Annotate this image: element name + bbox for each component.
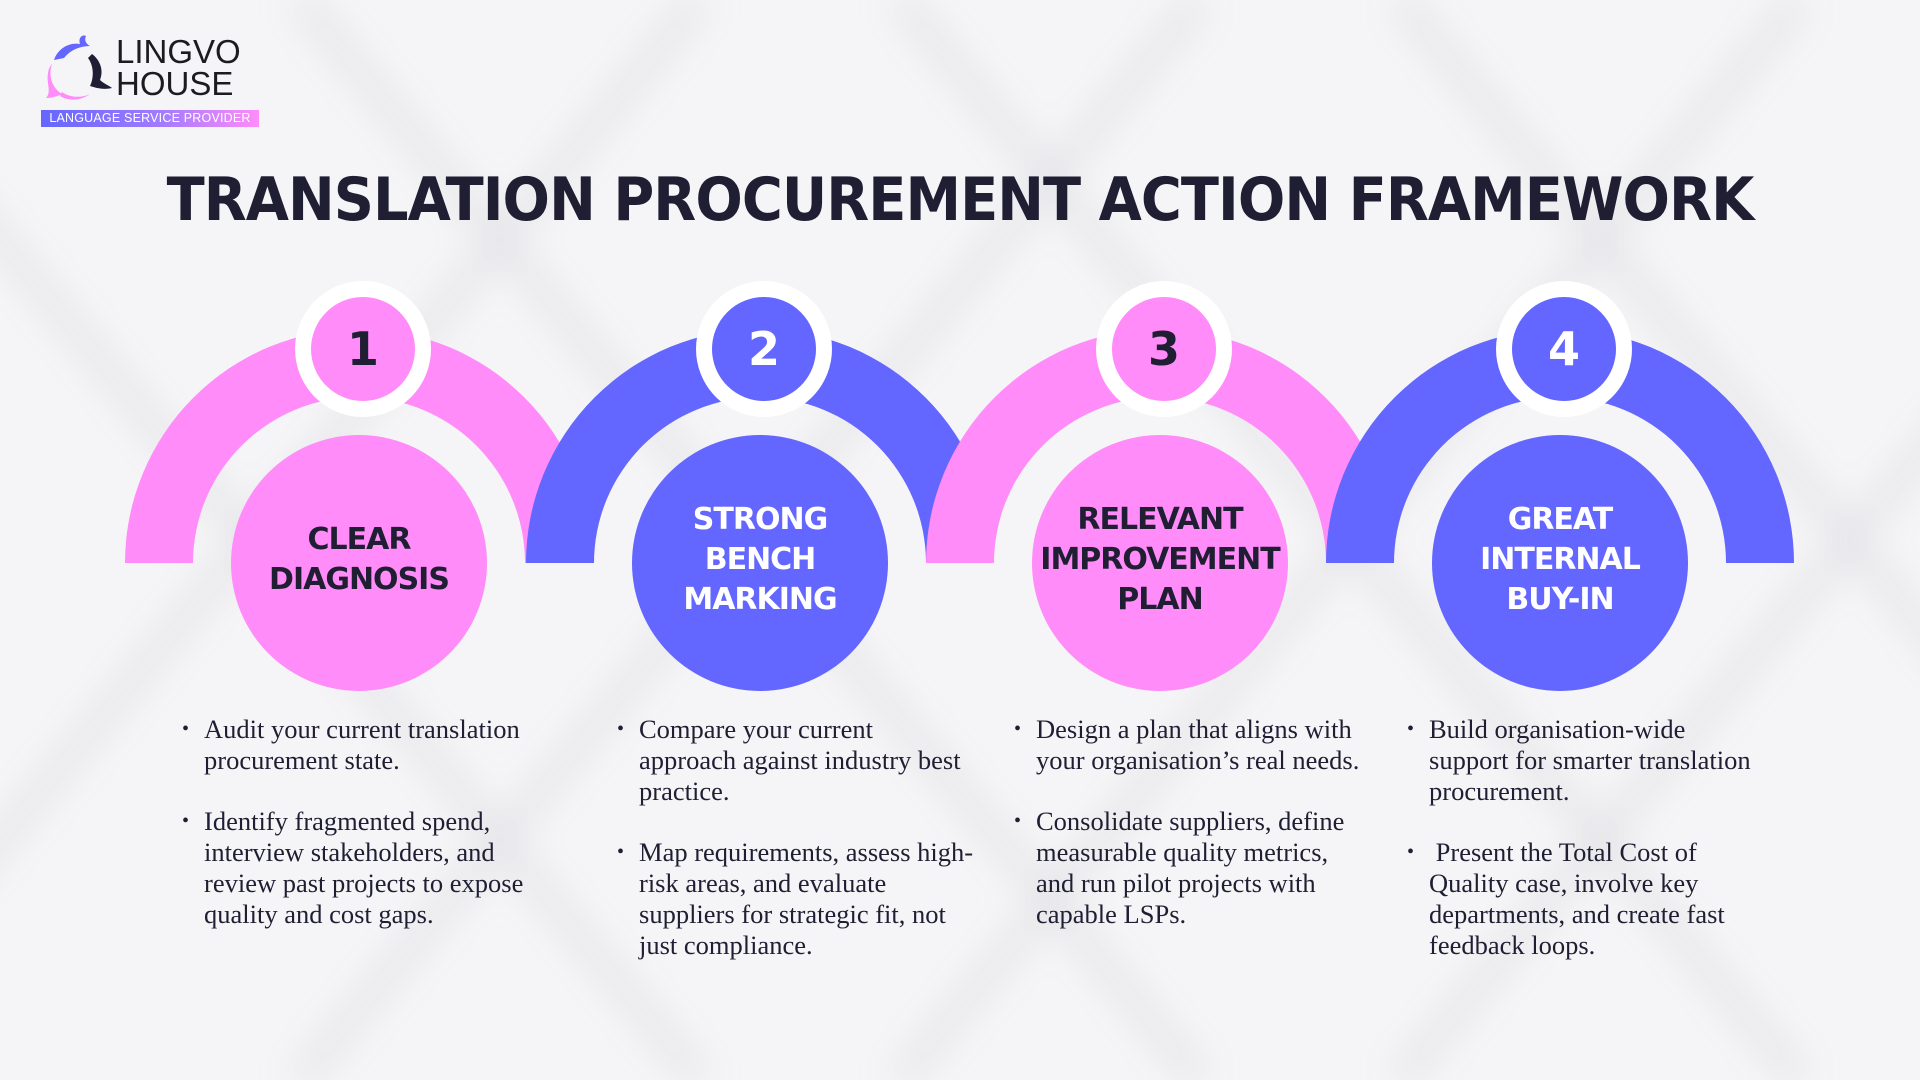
step-4-label-circle: GREAT INTERNAL BUY-IN [1432, 435, 1688, 691]
bullet-item: Audit your current translation procureme… [182, 714, 540, 776]
step-label-line: DIAGNOSIS [269, 562, 450, 597]
step-4-arc [1326, 329, 1794, 563]
step-label-line: PLAN [1117, 582, 1203, 617]
step-2-bullets: Compare your current approach against in… [615, 714, 975, 991]
step-1-arc [125, 329, 593, 563]
step-3-label: RELEVANT IMPROVEMENT PLAN [1040, 500, 1280, 620]
brand-logo: LINGVO HOUSE LANGUAGE SERVICE PROVIDER [40, 34, 270, 134]
step-2-number-badge: 2 [696, 281, 832, 417]
step-3-number-badge: 3 [1096, 281, 1232, 417]
step-label-line: BUY-IN [1506, 582, 1614, 617]
step-1-number-badge: 1 [295, 281, 431, 417]
brand-tagline: LANGUAGE SERVICE PROVIDER [41, 110, 259, 127]
step-label-line: MARKING [683, 582, 837, 617]
dolphins-circle-logo-icon [46, 35, 112, 100]
step-2-arc [526, 329, 994, 563]
brand-name-line2: HOUSE [116, 65, 234, 102]
step-label-line: GREAT [1507, 502, 1614, 537]
bullet-item: Compare your current approach against in… [617, 714, 975, 807]
step-4-number-badge: 4 [1496, 281, 1632, 417]
step-4-label: GREAT INTERNAL BUY-IN [1480, 500, 1641, 620]
step-1-label: CLEAR DIAGNOSIS [269, 520, 450, 600]
step-2-label: STRONG BENCH MARKING [683, 500, 837, 620]
bullet-item: Consolidate suppliers, define measurable… [1014, 806, 1372, 930]
bullet-item: Map requirements, assess high-risk areas… [617, 837, 975, 961]
step-label-line: RELEVANT [1077, 502, 1243, 537]
step-label-line: BENCH [704, 542, 817, 577]
step-label-line: STRONG [692, 502, 828, 537]
step-2-label-circle: STRONG BENCH MARKING [632, 435, 888, 691]
step-3-bullets: Design a plan that aligns with your orga… [1012, 714, 1372, 960]
bullet-item: Build organisation-wide support for smar… [1407, 714, 1765, 807]
step-label-line: INTERNAL [1480, 542, 1641, 577]
step-4-bullets: Build organisation-wide support for smar… [1405, 714, 1765, 991]
page-title: TRANSLATION PROCUREMENT ACTION FRAMEWORK [166, 165, 1755, 235]
bullet-item: Identify fragmented spend, interview sta… [182, 806, 540, 930]
step-1-bullets: Audit your current translation procureme… [180, 714, 540, 960]
bullet-item: Design a plan that aligns with your orga… [1014, 714, 1372, 776]
step-1-label-circle: CLEAR DIAGNOSIS [231, 435, 487, 691]
step-3-arc [926, 329, 1394, 563]
bullet-item: Present the Total Cost of Quality case, … [1407, 837, 1765, 961]
brand-name-line1: LINGVO [116, 33, 241, 70]
step-3-label-circle: RELEVANT IMPROVEMENT PLAN [1032, 435, 1288, 691]
step-label-line: CLEAR [307, 522, 412, 557]
step-label-line: IMPROVEMENT [1040, 542, 1280, 577]
